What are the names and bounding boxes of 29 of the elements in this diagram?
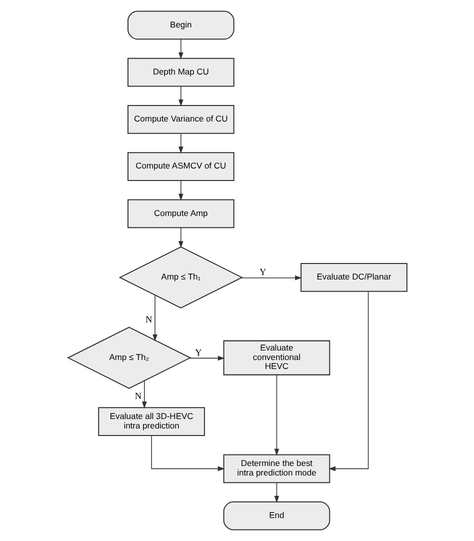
arrow bbox=[178, 227, 183, 248]
node-box: Compute Amp bbox=[126, 199, 234, 228]
arrow bbox=[152, 294, 157, 342]
arrow bbox=[240, 275, 302, 280]
arrow bbox=[188, 356, 224, 361]
node-box: Evaluate all 3D-HEVC intra prediction bbox=[98, 407, 204, 436]
node-diamond: Amp ≤ Th₂ bbox=[66, 326, 191, 389]
edge-label: N bbox=[134, 392, 142, 402]
arrow bbox=[274, 482, 279, 503]
node-diamond: Amp ≤ Th₁ bbox=[118, 246, 243, 309]
node-box: Determine the best intra prediction mode bbox=[222, 454, 330, 484]
node-box: Compute ASMCV of CU bbox=[126, 152, 234, 181]
arrow bbox=[178, 180, 183, 201]
node-box: Evaluate conventional HEVC bbox=[222, 340, 330, 376]
node-box: End bbox=[222, 501, 330, 530]
arrow bbox=[178, 86, 183, 106]
arrow bbox=[178, 38, 183, 60]
node-box: Compute Variance of CU bbox=[126, 105, 234, 134]
node-box: Evaluate DC/Planar bbox=[300, 263, 407, 292]
node-box: Begin bbox=[126, 10, 234, 40]
arrow bbox=[141, 380, 146, 408]
arrow bbox=[274, 374, 279, 456]
edge-label: N bbox=[144, 315, 152, 326]
arrow bbox=[150, 435, 224, 472]
node-box: Depth Map CU bbox=[126, 58, 234, 87]
edge-label: Y bbox=[194, 348, 202, 359]
arrow bbox=[328, 291, 368, 472]
arrow bbox=[178, 133, 183, 154]
edge-label: Y bbox=[259, 268, 266, 278]
